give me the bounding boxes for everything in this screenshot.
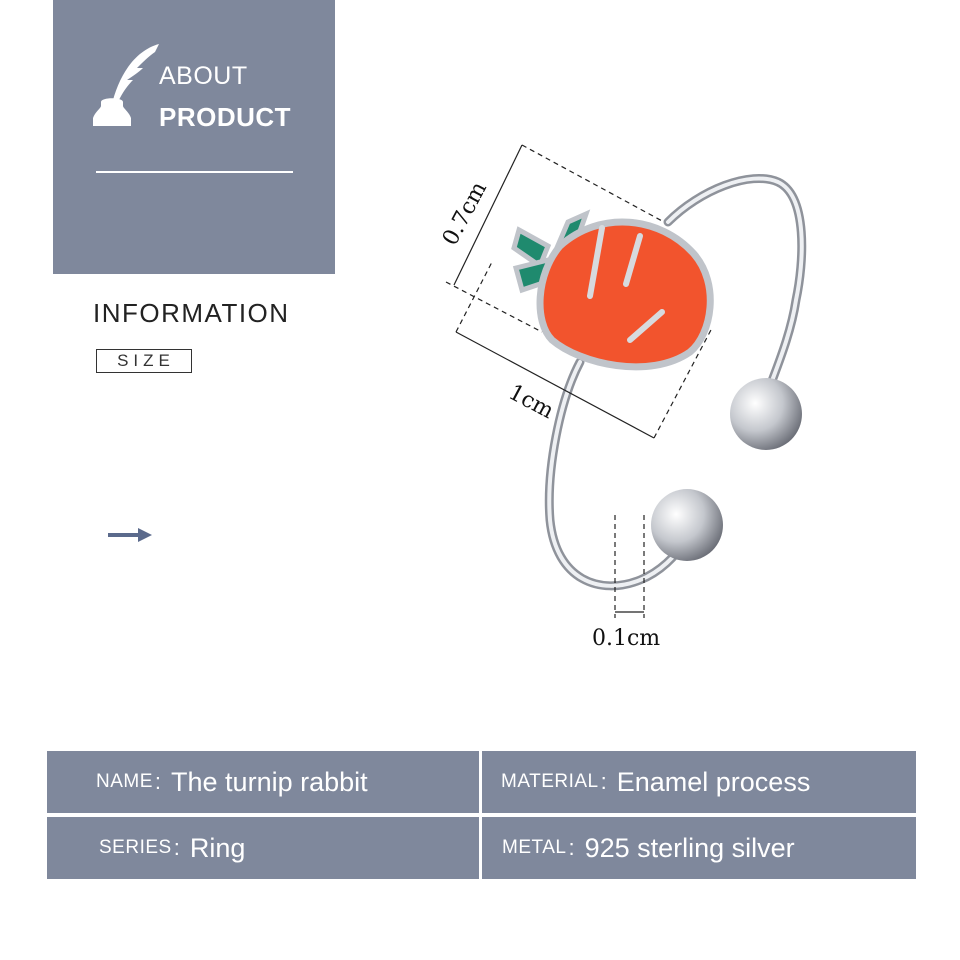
spec-colon: : xyxy=(173,835,180,860)
divider xyxy=(96,171,293,173)
ring-product-image xyxy=(445,144,807,618)
right-arrow-icon xyxy=(108,528,152,542)
band-dimension-label: 0.1cm xyxy=(592,626,661,651)
spec-colon: : xyxy=(600,769,607,794)
spec-colon: : xyxy=(154,769,162,794)
spec-key: SERIES xyxy=(99,837,172,858)
spec-series: SERIES : Ring xyxy=(47,817,479,879)
quill-inkwell-icon xyxy=(93,44,159,126)
about-product-panel: ABOUT PRODUCT xyxy=(53,0,335,274)
spec-value: Enamel process xyxy=(616,766,811,797)
product-label: PRODUCT xyxy=(159,102,292,132)
ring-end-ball xyxy=(651,489,723,561)
spec-table: NAME : The turnip rabbit MATERIAL : Enam… xyxy=(47,751,916,879)
spec-name: NAME : The turnip rabbit xyxy=(47,751,479,813)
spec-colon: : xyxy=(568,835,575,860)
spec-value: 925 sterling silver xyxy=(584,832,795,863)
ring-end-ball xyxy=(730,378,802,450)
spec-key: METAL xyxy=(502,837,567,858)
spec-metal: METAL : 925 sterling silver xyxy=(482,817,916,879)
dimension-lines xyxy=(445,144,713,618)
information-heading: INFORMATION xyxy=(93,298,290,328)
about-label: ABOUT xyxy=(159,62,248,90)
spec-key: MATERIAL xyxy=(501,771,599,792)
spec-key: NAME xyxy=(96,771,153,792)
size-tag: SIZE xyxy=(96,349,192,373)
spec-value: The turnip rabbit xyxy=(171,766,368,797)
carrot-charm xyxy=(536,218,714,371)
spec-value: Ring xyxy=(189,832,246,863)
spec-material: MATERIAL : Enamel process xyxy=(482,751,916,813)
